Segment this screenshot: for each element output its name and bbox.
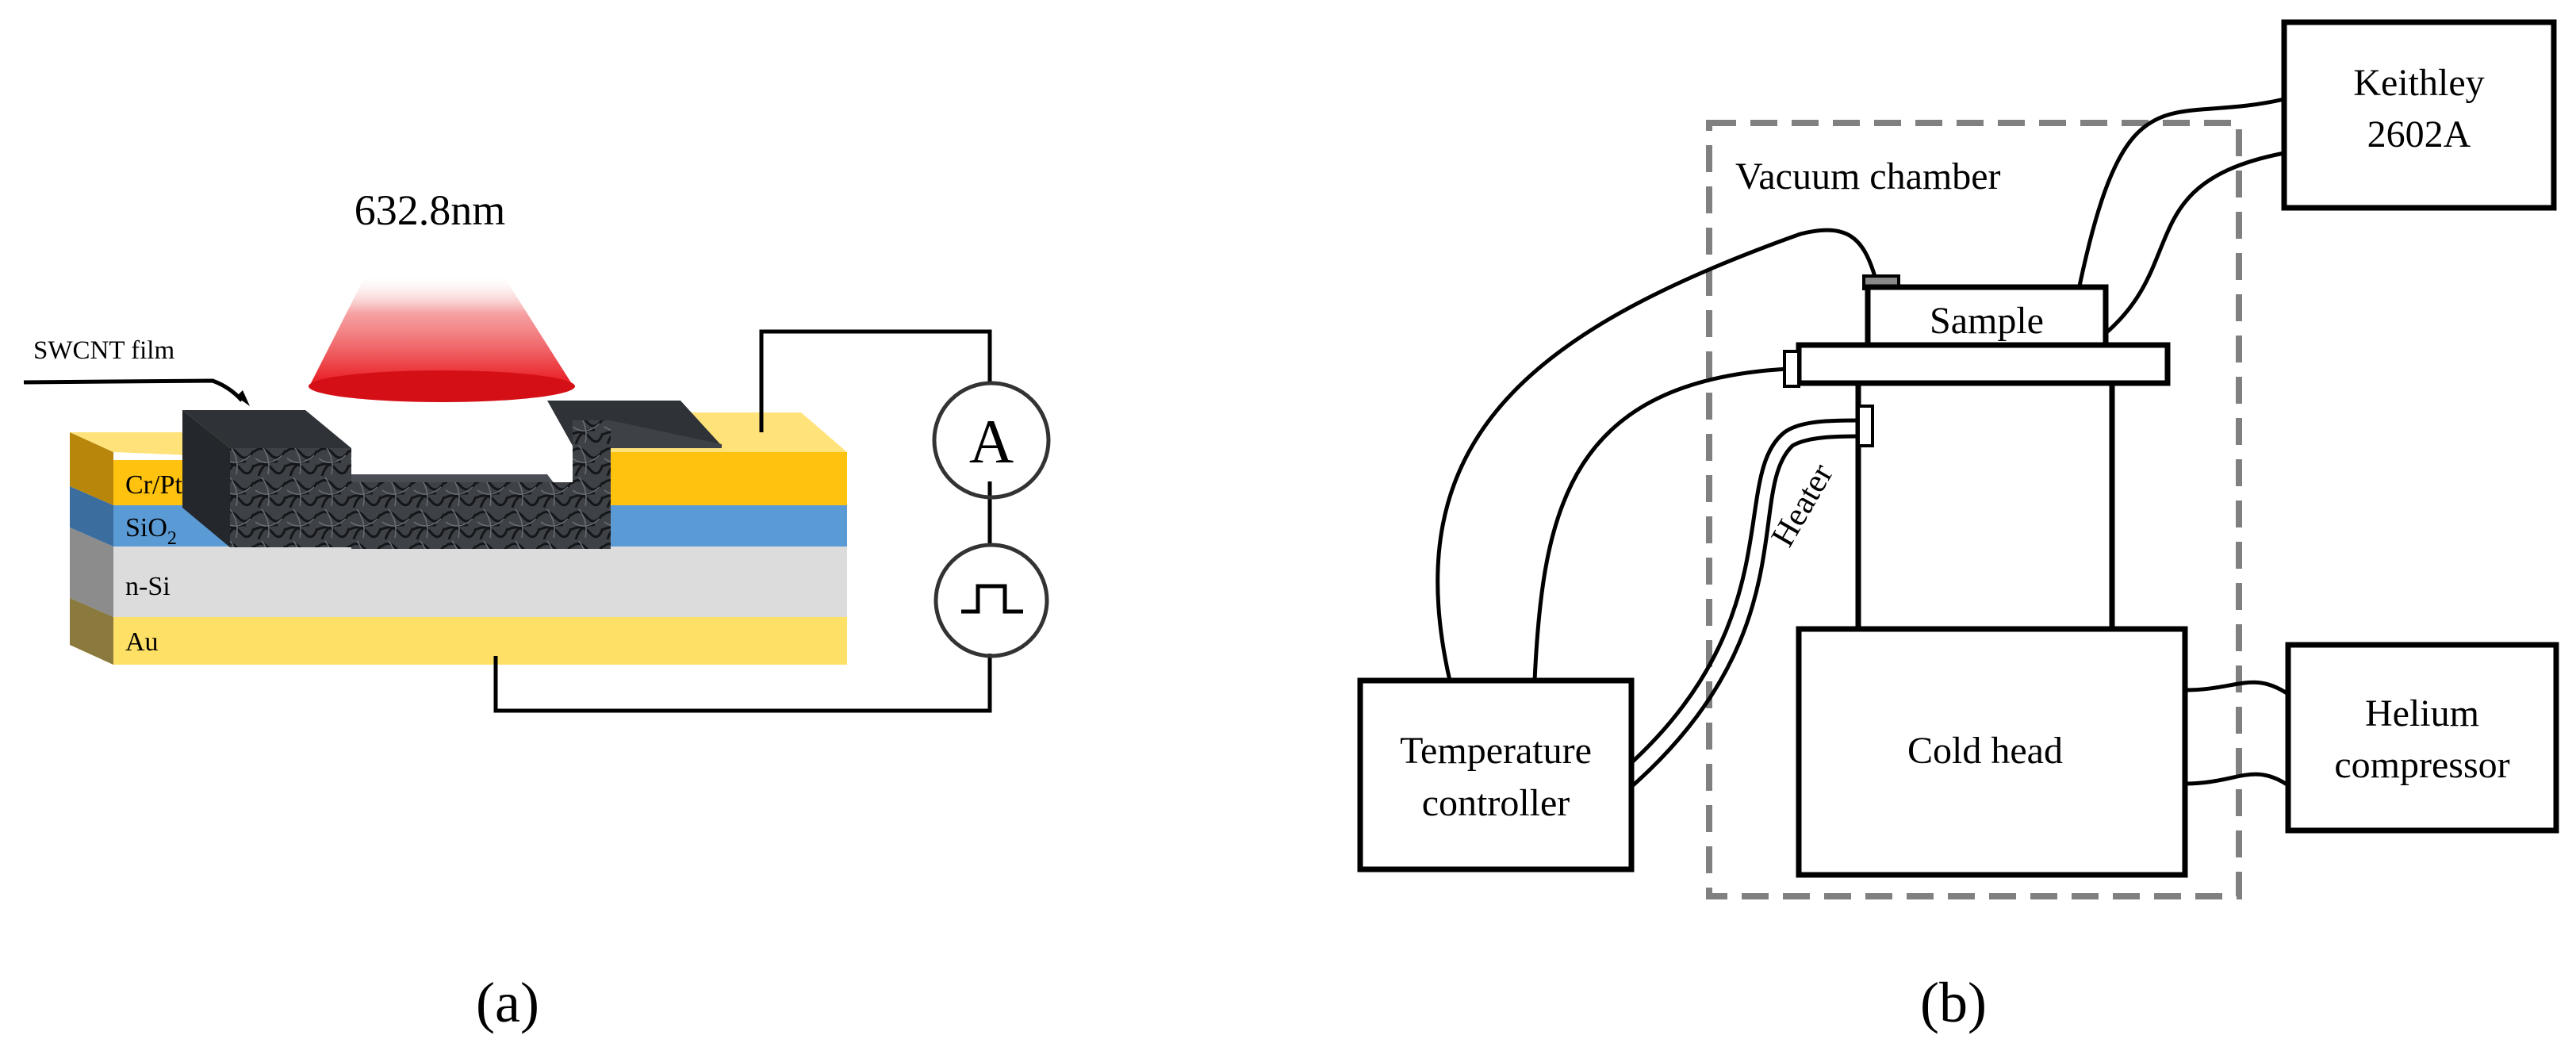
ammeter-label: A: [969, 407, 1014, 476]
pulse-source-circle: [933, 543, 1049, 658]
swcnt-film: [182, 401, 722, 549]
cold-head-label: Cold head: [1907, 730, 2063, 772]
nsi-label: n-Si: [125, 572, 171, 601]
swcnt-leader-arrow: [236, 390, 250, 406]
vacuum-chamber-border: [1706, 120, 2242, 899]
keithley-label-line2: 2602A: [2367, 113, 2471, 155]
laser-beam: [309, 274, 575, 402]
stage-sensor-clip: [1783, 350, 1800, 388]
nsi-layer: [70, 527, 847, 617]
pulse-icon: [961, 584, 1023, 614]
panel-b: Vacuum chamber Keithley 2602A Sample: [1357, 19, 2559, 1034]
heater-clip: [1857, 405, 1874, 447]
helium-compressor-line1: Helium: [2365, 692, 2479, 734]
sio2-label-sub: 2: [167, 528, 177, 549]
caption-a: (a): [476, 971, 539, 1034]
wires: [1436, 97, 2290, 793]
circuit-wire-bottom: [493, 654, 992, 713]
helium-compressor-line2: compressor: [2334, 744, 2509, 786]
cold-head-box: [1796, 626, 2188, 878]
panel-a: 632.8nm: [23, 186, 1051, 1034]
wavelength-label: 632.8nm: [355, 186, 506, 234]
keithley-label-line1: Keithley: [2353, 62, 2484, 104]
crpt-label: Cr/Pt: [125, 470, 182, 500]
swcnt-leader-line: [23, 378, 243, 402]
cold-finger: [1855, 380, 2115, 632]
vacuum-chamber-label: Vacuum chamber: [1735, 155, 2001, 198]
keithley-box: [2281, 19, 2557, 211]
temperature-controller-line2: controller: [1422, 782, 1570, 824]
sio2-label: SiO2: [125, 513, 177, 549]
sample-label: Sample: [1930, 300, 2044, 342]
temperature-controller-box: [1357, 677, 1635, 872]
au-label: Au: [125, 627, 159, 657]
sio2-label-main: SiO: [125, 513, 167, 543]
helium-compressor-box: [2285, 642, 2559, 834]
ammeter-circle: [932, 381, 1051, 500]
swcnt-film-label: SWCNT film: [33, 336, 174, 365]
circuit-wire-top: [759, 329, 992, 432]
caption-b: (b): [1920, 971, 1987, 1034]
temperature-controller-line1: Temperature: [1400, 730, 1592, 772]
stage-plate: [1796, 342, 2171, 386]
